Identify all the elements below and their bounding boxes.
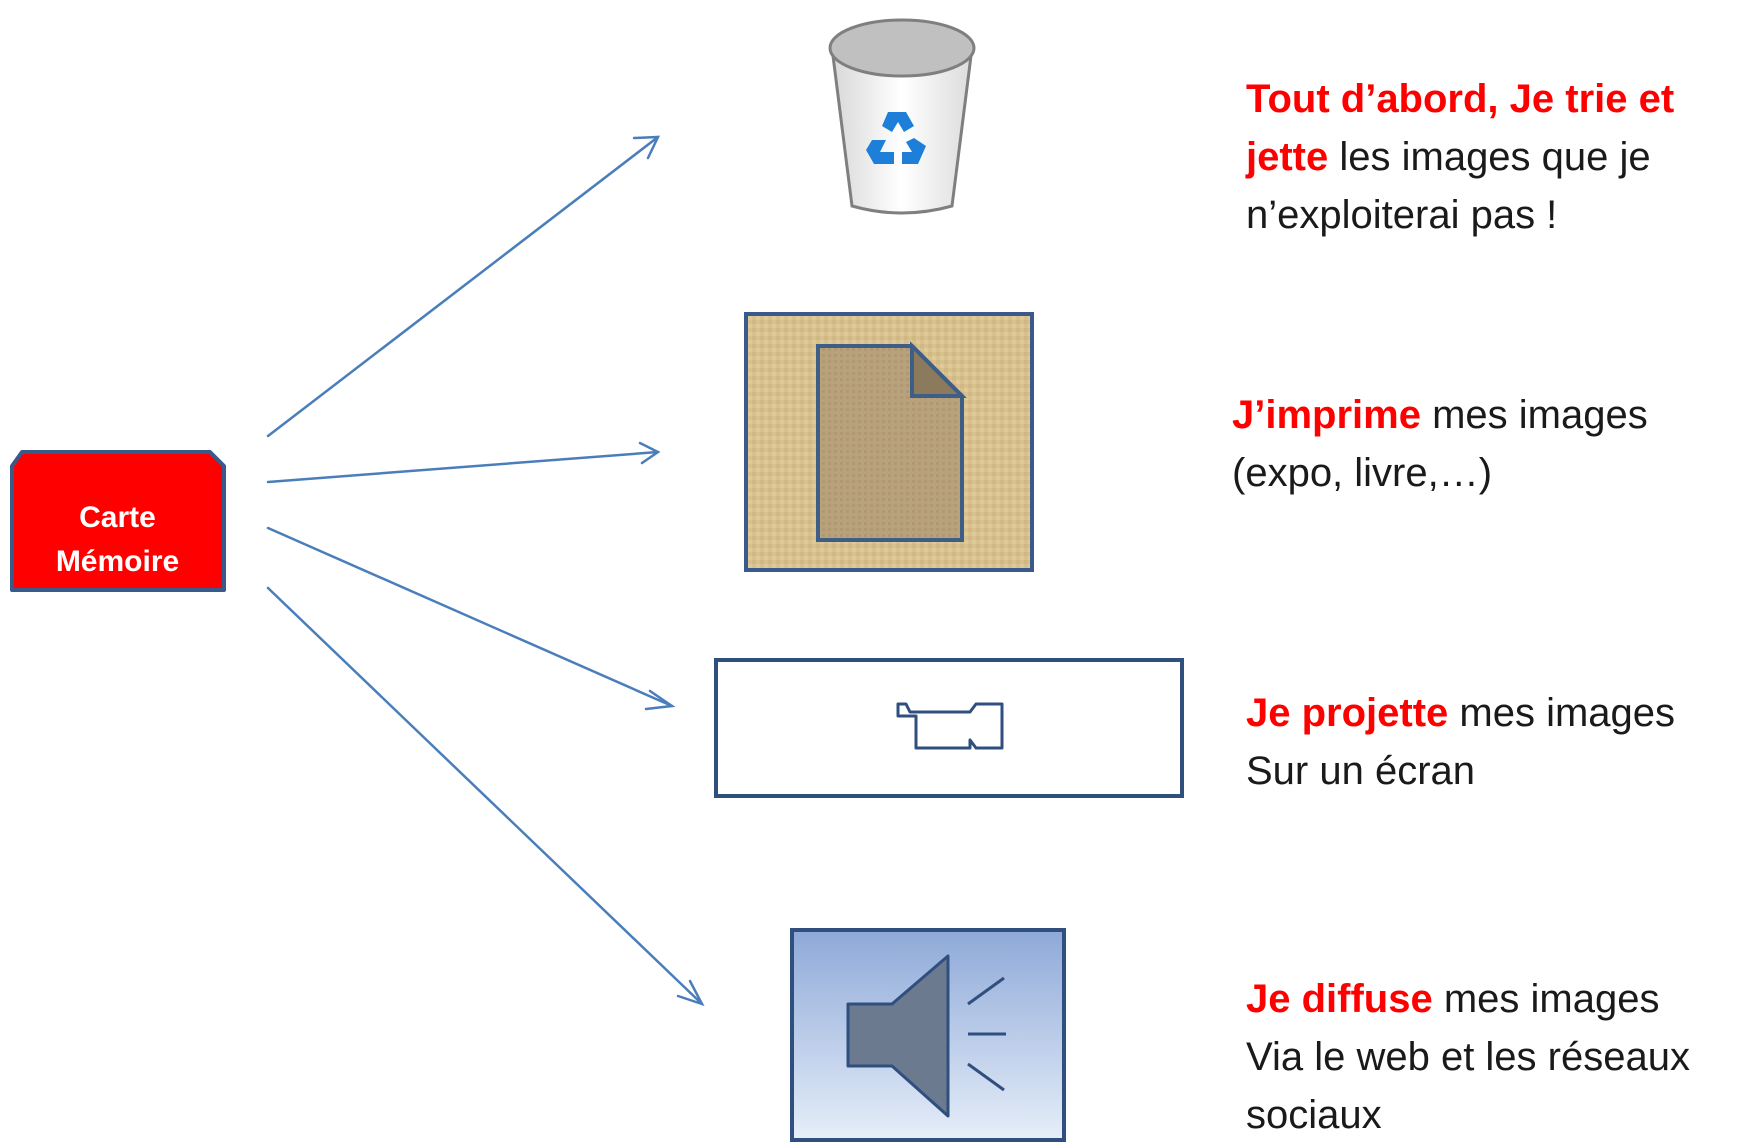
memory-card-line1: Carte [79, 501, 156, 534]
step-sort-line3: n’exploiterai pas ! [1246, 193, 1558, 237]
step-sort-rest: les images que je [1328, 135, 1651, 179]
step-diffuse-line2: Via le web et les réseaux [1246, 1035, 1690, 1079]
arrow-to-projector [266, 526, 674, 708]
recycle-icon [866, 112, 926, 164]
arrowhead-web [676, 979, 705, 1007]
speaker-icon [790, 928, 1066, 1142]
memory-card-line2: Mémoire [55, 545, 180, 578]
arrows [266, 135, 705, 1007]
memory-card [10, 450, 226, 592]
step-sort-highlight2: jette [1246, 135, 1329, 179]
arrowhead-projector [644, 689, 676, 711]
arrow-to-web [266, 586, 704, 1006]
step-sort-text: Tout d’abord, Je trie et jette les image… [1246, 70, 1674, 244]
step-print-rest: mes images [1420, 393, 1648, 437]
memory-card-label: Carte Mémoire [10, 490, 225, 590]
step-print-line2: (expo, livre,…) [1232, 451, 1493, 495]
arrowhead-print [638, 441, 661, 465]
step-project-line2: Sur un écran [1246, 749, 1476, 793]
video-camera-icon [896, 702, 1004, 750]
step-diffuse-highlight: Je diffuse [1246, 977, 1433, 1021]
step-diffuse-rest: mes images [1432, 977, 1660, 1021]
arrow-to-bin [266, 135, 660, 438]
step-diffuse-line3: sociaux [1246, 1093, 1382, 1137]
arrowhead-bin [632, 135, 661, 160]
recycle-bin-icon [828, 18, 976, 215]
step-print-text: J’imprime mes images (expo, livre,…) [1232, 386, 1648, 502]
projector-screen [714, 658, 1184, 798]
step-project-highlight: Je projette [1246, 691, 1449, 735]
step-project-text: Je projette mes images Sur un écran [1246, 684, 1675, 800]
step-print-highlight: J’imprime [1232, 393, 1421, 437]
step-sort-highlight: Tout d’abord, Je trie et [1246, 77, 1675, 121]
arrow-to-print [266, 450, 660, 484]
step-diffuse-text: Je diffuse mes images Via le web et les … [1246, 970, 1690, 1144]
document-icon [744, 312, 1034, 572]
step-project-rest: mes images [1448, 691, 1676, 735]
